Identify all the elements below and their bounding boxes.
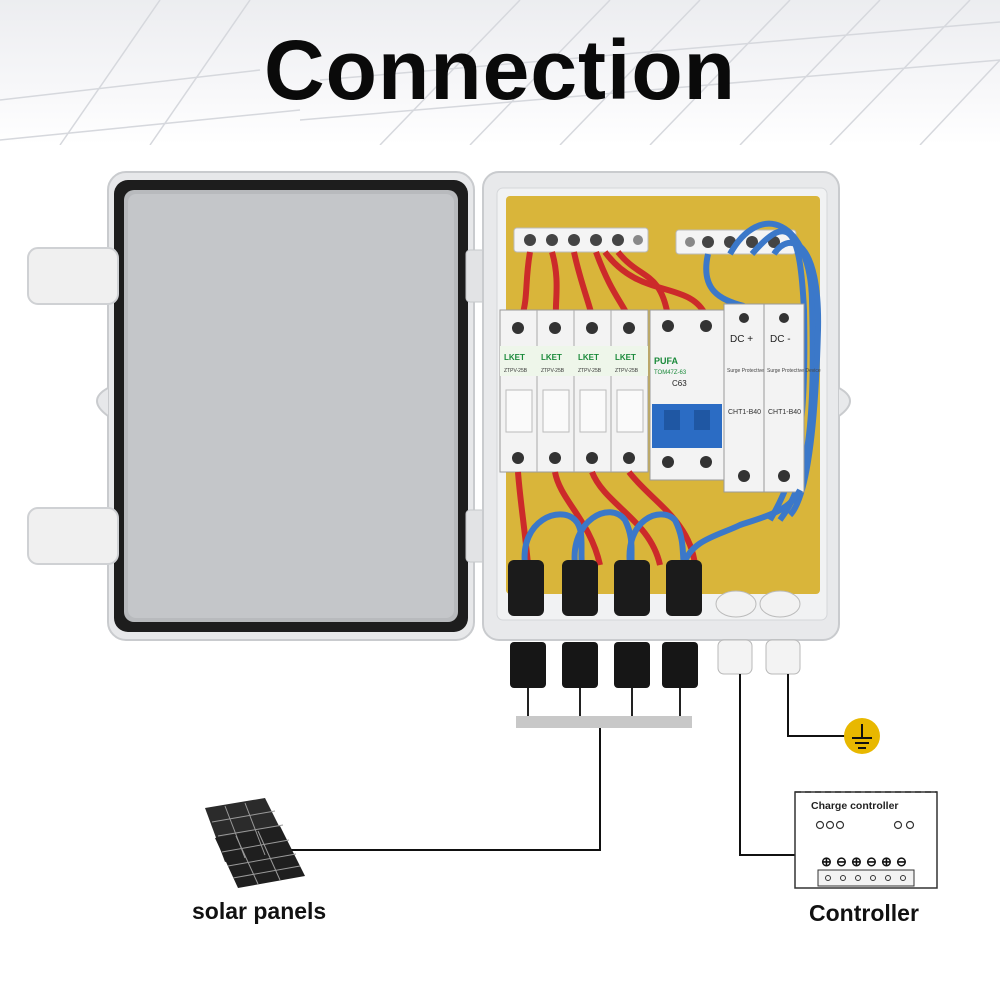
- svg-text:⊖: ⊖: [866, 854, 877, 869]
- spd-pos-model: CHT1-B40: [728, 409, 761, 416]
- charge-controller-icon: ⊕ ⊖ ⊕ ⊖ ⊕ ⊖: [794, 791, 938, 889]
- cable-glands-inside: [715, 590, 801, 618]
- fuse-brand-3: LKET: [578, 353, 599, 362]
- enclosure-lid: [27, 171, 489, 641]
- mc4-glands-inside: [508, 560, 702, 616]
- fuse-model-3: ZTPV-25B: [578, 368, 602, 374]
- surge-protector-negative: DC - Surge Protective Device CHT1-B40: [763, 303, 821, 493]
- svg-text:⊕: ⊕: [851, 854, 862, 869]
- fuse-model-4: ZTPV-25B: [615, 368, 639, 374]
- fuse-model-2: ZTPV-25B: [541, 368, 565, 374]
- mc4-leads: [527, 688, 681, 716]
- mc4-connectors: [510, 642, 698, 688]
- spd-pos-name: Surge Protective Device: [727, 368, 781, 374]
- spd-neg-model: CHT1-B40: [768, 409, 801, 416]
- svg-text:⊖: ⊖: [896, 854, 907, 869]
- fuse-holders: LKET LKET LKET LKET ZTPV-25B ZTPV-25B ZT…: [499, 309, 649, 473]
- page-title: Connection: [264, 23, 736, 117]
- combiner-bar: [516, 716, 692, 728]
- svg-text:⊕: ⊕: [881, 854, 892, 869]
- breaker-model: TOM47Z-63: [654, 370, 687, 376]
- svg-text:⊕: ⊕: [821, 854, 832, 869]
- spd-neg-name: Surge Protective Device: [767, 368, 821, 374]
- header-banner: Connection: [0, 0, 1000, 145]
- fuse-brand-2: LKET: [541, 353, 562, 362]
- connection-lines: [280, 674, 845, 856]
- cable-glands-outside: [717, 639, 801, 675]
- blue-wires-lower: [521, 488, 803, 566]
- solar-panel-icon: [205, 798, 305, 888]
- fuse-model-1: ZTPV-25B: [504, 368, 528, 374]
- spd-pos-label: DC +: [730, 334, 753, 345]
- ground-icon: [844, 718, 880, 754]
- dc-breaker: PUFA TOM47Z-63 C63: [649, 309, 725, 481]
- svg-text:⊖: ⊖: [836, 854, 847, 869]
- breaker-brand: PUFA: [654, 356, 679, 366]
- breaker-rating: C63: [672, 379, 687, 388]
- surge-protector-positive: DC + Surge Protective Device CHT1-B40: [723, 303, 781, 493]
- terminal-block-positive: [513, 227, 649, 253]
- fuse-brand-1: LKET: [504, 353, 525, 362]
- fuse-brand-4: LKET: [615, 353, 636, 362]
- solar-grid-background: [0, 0, 1000, 145]
- spd-neg-label: DC -: [770, 334, 791, 345]
- controller-label: Controller: [809, 900, 919, 926]
- charge-controller-title: Charge controller: [811, 800, 899, 812]
- solar-panels-label: solar panels: [192, 898, 327, 924]
- red-wires-lower: [515, 470, 698, 566]
